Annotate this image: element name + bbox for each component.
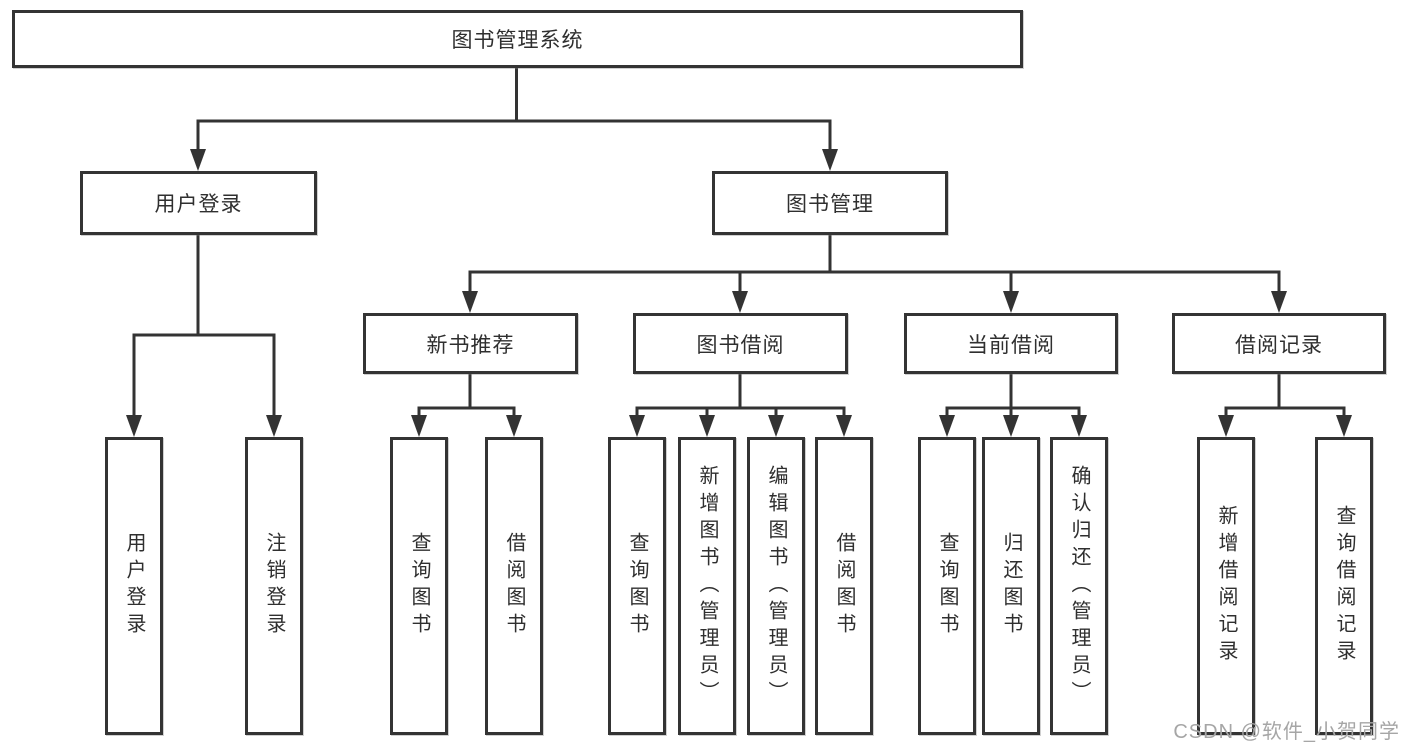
connector-borrow-records-to-leaves xyxy=(1224,374,1346,416)
leaf-label: 新增借阅记录 xyxy=(1215,505,1237,667)
leaf-borrow-books-1: 借阅图书 xyxy=(485,437,543,735)
node-current-borrow: 当前借阅 xyxy=(904,313,1118,374)
leaf-label: 新增图书（管理员） xyxy=(696,464,718,708)
csdn-watermark: CSDN @软件_小贺同学 xyxy=(1173,721,1400,743)
leaf-edit-book-admin: 编辑图书（管理员） xyxy=(747,437,805,735)
leaf-label: 查询图书 xyxy=(626,532,648,640)
connector-user-login-to-leaves xyxy=(132,235,276,416)
leaf-query-books-3: 查询图书 xyxy=(918,437,976,735)
leaf-user-login: 用户登录 xyxy=(105,437,163,735)
leaf-add-book-admin: 新增图书（管理员） xyxy=(678,437,736,735)
connector-new-book-to-leaves xyxy=(417,374,516,416)
leaf-label: 确认归还（管理员） xyxy=(1068,464,1090,708)
leaf-label: 编辑图书（管理员） xyxy=(765,464,787,708)
leaf-label: 查询图书 xyxy=(936,532,958,640)
node-book-borrow: 图书借阅 xyxy=(633,313,848,374)
connector-current-borrow-to-leaves xyxy=(945,374,1081,416)
arrowheads xyxy=(126,149,1352,437)
leaf-label: 查询借阅记录 xyxy=(1333,505,1355,667)
node-book-management: 图书管理 xyxy=(712,171,948,235)
leaf-return-book: 归还图书 xyxy=(982,437,1040,735)
leaf-query-books-2: 查询图书 xyxy=(608,437,666,735)
connector-book-mgmt-to-level3 xyxy=(468,235,1281,292)
leaf-label: 用户登录 xyxy=(123,532,145,640)
node-new-book-recommend: 新书推荐 xyxy=(363,313,578,374)
leaf-label: 查询图书 xyxy=(408,532,430,640)
leaf-add-borrow-record: 新增借阅记录 xyxy=(1197,437,1255,735)
leaf-label: 借阅图书 xyxy=(833,532,855,640)
leaf-confirm-return-admin: 确认归还（管理员） xyxy=(1050,437,1108,735)
node-borrow-records: 借阅记录 xyxy=(1172,313,1386,374)
connector-root-to-level2 xyxy=(196,68,832,150)
leaf-borrow-books-2: 借阅图书 xyxy=(815,437,873,735)
leaf-label: 注销登录 xyxy=(263,532,285,640)
leaf-query-borrow-record: 查询借阅记录 xyxy=(1315,437,1373,735)
node-user-login: 用户登录 xyxy=(80,171,317,235)
connector-book-borrow-to-leaves xyxy=(635,374,846,416)
leaf-label: 归还图书 xyxy=(1000,532,1022,640)
leaf-label: 借阅图书 xyxy=(503,532,525,640)
leaf-query-books-1: 查询图书 xyxy=(390,437,448,735)
node-library-management-system: 图书管理系统 xyxy=(12,10,1023,68)
leaf-logout: 注销登录 xyxy=(245,437,303,735)
